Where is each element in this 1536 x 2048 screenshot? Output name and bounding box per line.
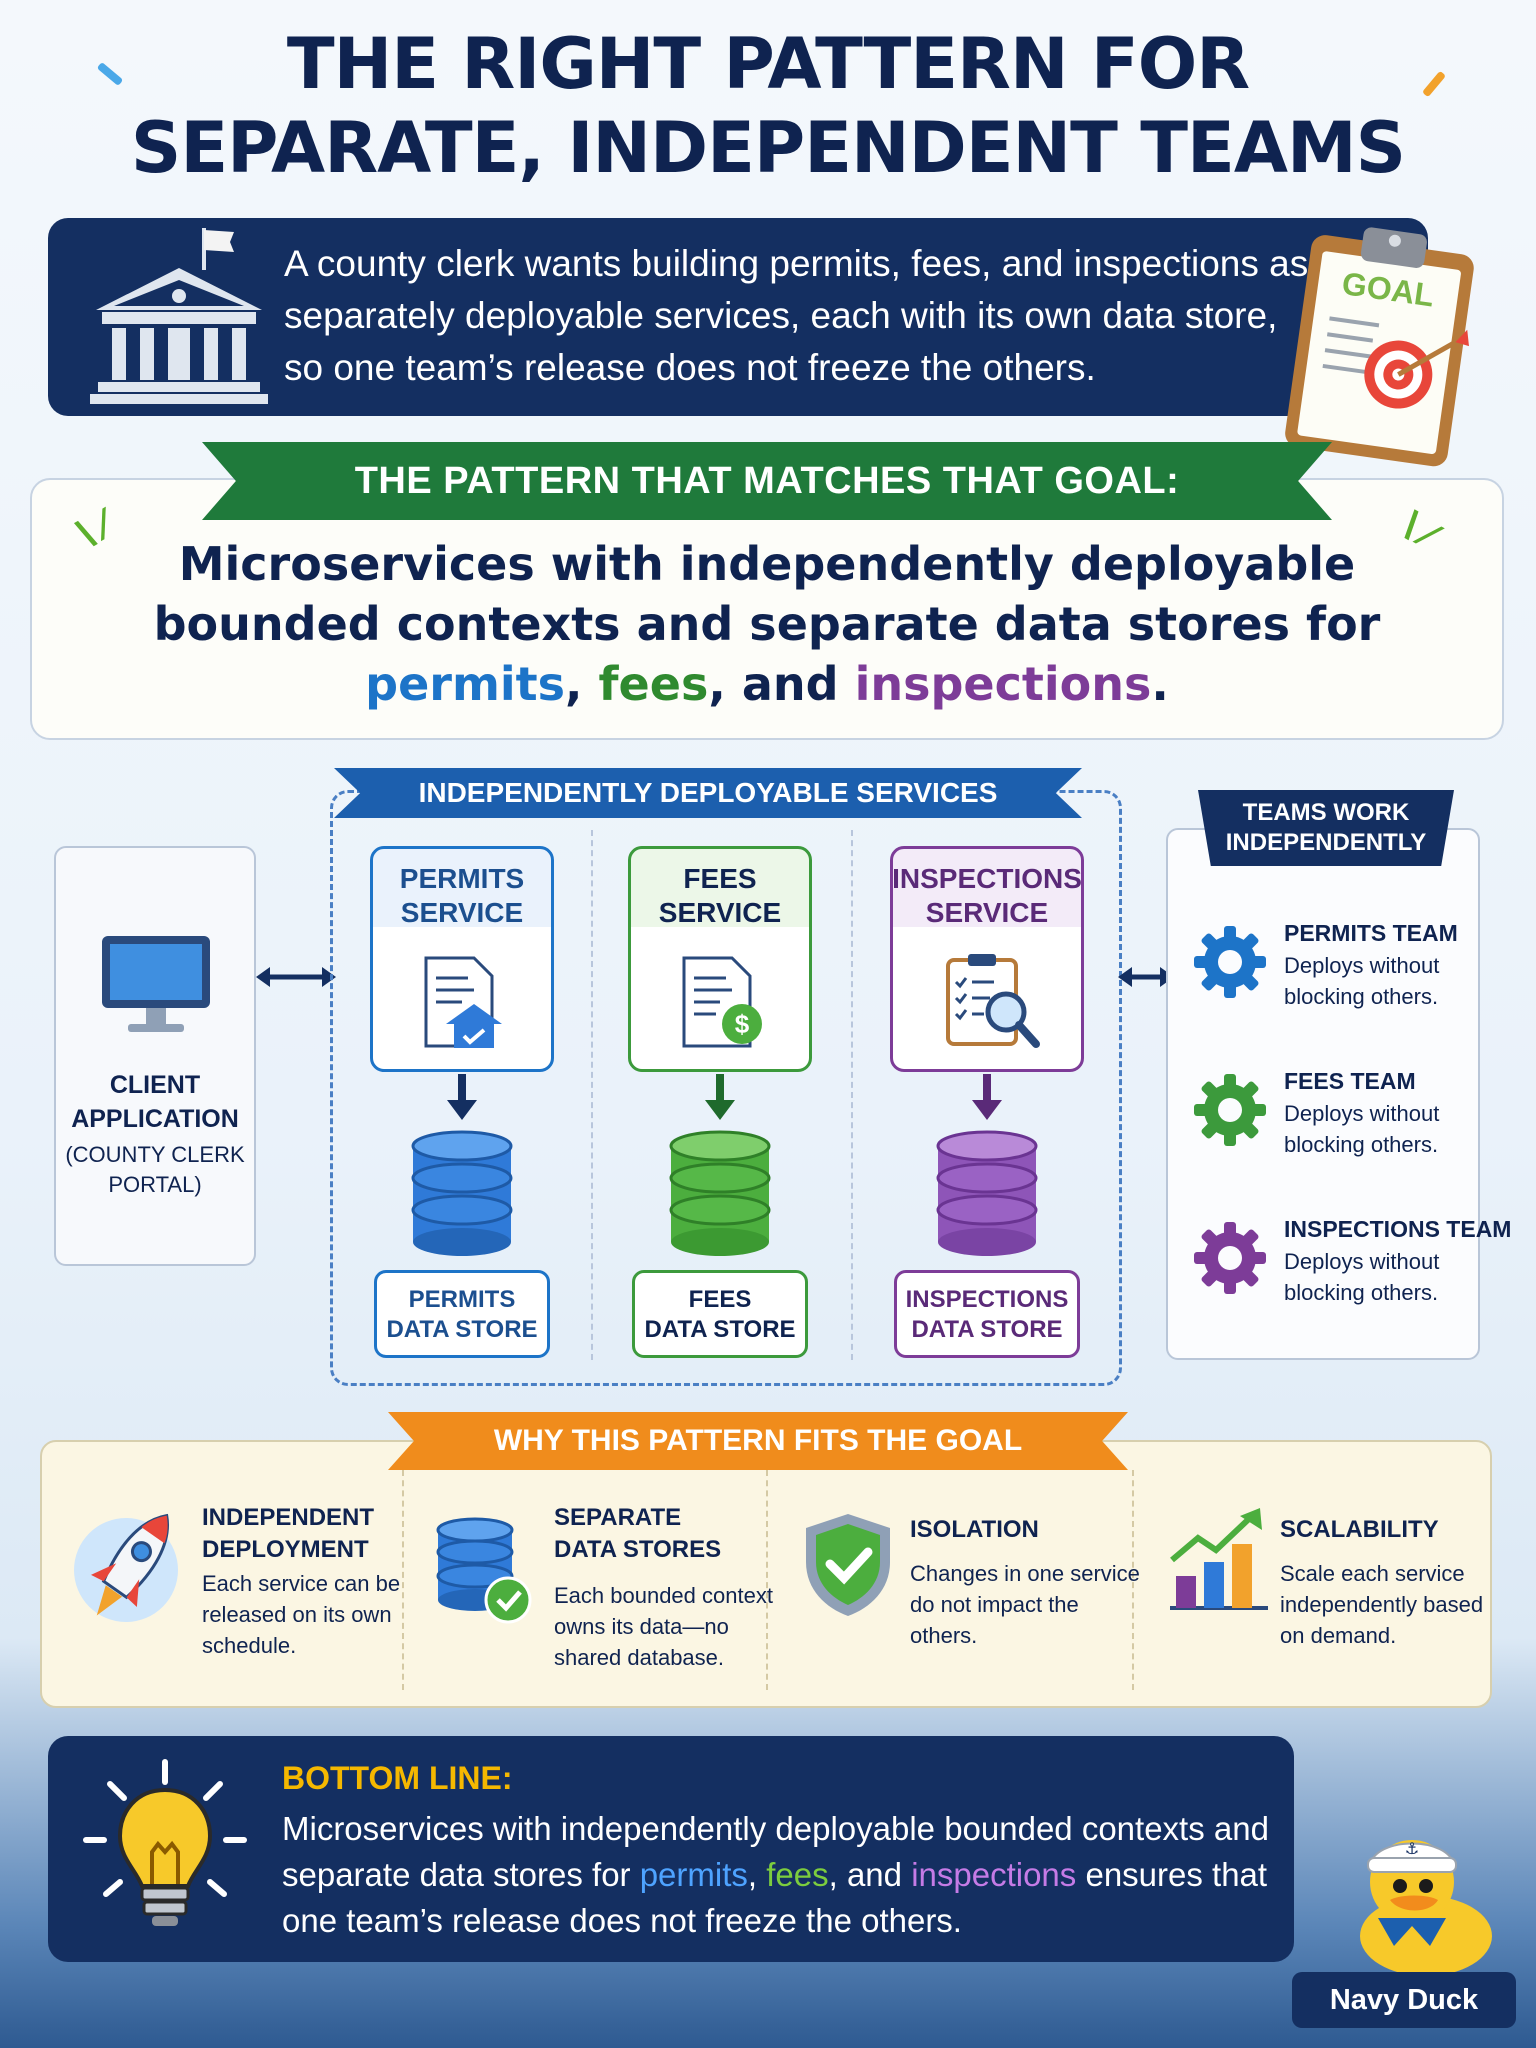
pattern-line-3: permits, fees, and inspections.: [60, 654, 1474, 714]
permits-team-gear-icon: [1194, 926, 1266, 998]
bottom-post: ensures that one team’s release does not…: [282, 1856, 1268, 1939]
pattern-statement: Microservices with independently deploya…: [60, 534, 1474, 714]
pattern-line-1: Microservices with independently deploya…: [178, 537, 1356, 591]
services-divider-1: [591, 830, 593, 1360]
inspection-clipboard-icon: [946, 954, 1040, 1048]
services-ribbon: INDEPENDENTLY DEPLOYABLE SERVICES: [334, 768, 1082, 818]
pattern-sep-2: , and: [708, 657, 855, 711]
intro-banner: A county clerk wants building permits, f…: [48, 218, 1428, 416]
client-services-arrow-icon: [256, 967, 336, 987]
bottom-line-text: Microservices with independently deploya…: [282, 1806, 1282, 1944]
teams-ribbon: TEAMS WORK INDEPENDENTLY: [1198, 790, 1454, 866]
permits-database-icon: [411, 1130, 513, 1256]
permits-down-arrow-icon: [447, 1074, 477, 1120]
intro-text: A county clerk wants building permits, f…: [284, 243, 1309, 388]
fees-database-icon: [669, 1130, 771, 1256]
client-label-line-2: APPLICATION: [71, 1105, 239, 1133]
bottom-pre: Microservices with independently deploya…: [282, 1810, 1269, 1893]
bottom-line-banner: [48, 1736, 1294, 1962]
lightbulb-icon: [83, 1759, 247, 1926]
client-label: CLIENT APPLICATION: [54, 1068, 256, 1136]
pattern-fees: fees: [598, 657, 709, 711]
courthouse-icon: [90, 228, 268, 404]
pattern-sep-1: ,: [565, 657, 599, 711]
why-ribbon: WHY THIS PATTERN FITS THE GOAL: [388, 1412, 1128, 1470]
pattern-inspections: inspections: [854, 657, 1152, 711]
data-store-check-icon: [436, 1517, 532, 1624]
bottom-sep-2: , and: [828, 1856, 912, 1893]
fees-team-gear-icon: [1194, 1074, 1266, 1146]
bottom-sep-1: ,: [747, 1856, 767, 1893]
client-label-line-1: CLIENT: [109, 1071, 201, 1099]
client-sub-line-1: (COUNTY CLERK: [65, 1142, 245, 1167]
pattern-ribbon: THE PATTERN THAT MATCHES THAT GOAL:: [202, 442, 1332, 520]
page-title: THE RIGHT PATTERN FOR SEPARATE, INDEPEND…: [0, 22, 1536, 190]
why-divider-3: [1132, 1470, 1134, 1690]
fee-invoice-icon: $: [682, 956, 762, 1048]
bottom-line-title: BOTTOM LINE:: [282, 1760, 513, 1796]
bottom-fees: fees: [766, 1856, 829, 1893]
pattern-line-2: bounded contexts and separate data store…: [153, 597, 1381, 651]
svg-text:$: $: [735, 1009, 750, 1039]
inspections-database-icon: [936, 1130, 1038, 1256]
bottom-inspections: inspections: [911, 1856, 1077, 1893]
client-application-box: [54, 846, 256, 1266]
pattern-permits: permits: [365, 657, 566, 711]
client-sub-line-2: PORTAL): [108, 1172, 202, 1197]
why-isolation-title: ISOLATION: [910, 1516, 1039, 1543]
title-line-2: SEPARATE, INDEPENDENT TEAMS: [130, 107, 1406, 189]
fees-team-name: FEES TEAM: [1284, 1068, 1416, 1094]
rocket-icon: [74, 1513, 178, 1622]
inspections-team-gear-icon: [1194, 1222, 1266, 1294]
title-line-1: THE RIGHT PATTERN FOR: [286, 23, 1250, 105]
shield-check-icon: [806, 1514, 890, 1616]
why-divider-2: [766, 1470, 768, 1690]
inspections-team-name: INSPECTIONS TEAM: [1284, 1216, 1512, 1242]
teams-ribbon-line-2: INDEPENDENTLY: [1225, 829, 1427, 856]
svg-text:⚓: ⚓: [1405, 1839, 1419, 1858]
bottom-permits: permits: [639, 1856, 748, 1893]
why-divider-1: [402, 1470, 404, 1690]
client-sublabel: (COUNTY CLERK PORTAL): [54, 1140, 256, 1200]
why-scalability-title: SCALABILITY: [1280, 1516, 1439, 1543]
fees-down-arrow-icon: [705, 1074, 735, 1120]
monitor-icon: [102, 936, 210, 1032]
services-divider-2: [851, 830, 853, 1360]
mascot-label: Navy Duck: [1292, 1972, 1516, 2028]
growth-chart-icon: [1170, 1508, 1268, 1610]
pattern-end: .: [1151, 657, 1169, 711]
permit-document-icon: [424, 956, 502, 1048]
permits-team-name: PERMITS TEAM: [1284, 920, 1458, 946]
navy-duck-mascot-icon: ⚓: [1360, 1839, 1492, 1976]
teams-ribbon-line-1: TEAMS WORK: [1242, 799, 1410, 826]
goal-clipboard-icon: GOAL: [1285, 227, 1474, 467]
inspections-down-arrow-icon: [972, 1074, 1002, 1120]
